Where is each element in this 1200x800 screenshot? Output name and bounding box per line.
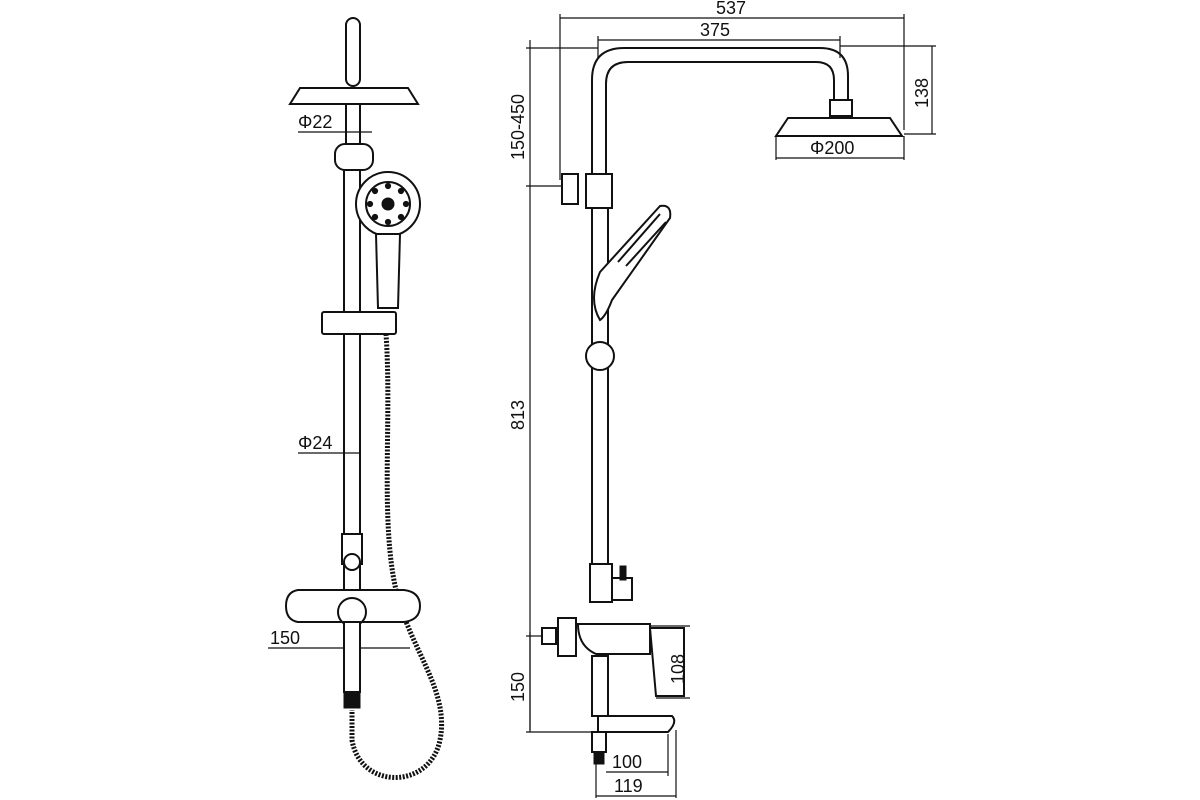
spout-outlet-side	[591, 731, 607, 753]
side-view: 537 375 138 Φ200 150-450 813	[508, 0, 936, 798]
upper-pipe	[345, 103, 361, 149]
diverter-body-side	[589, 563, 613, 603]
column-height-label: 813	[508, 400, 528, 430]
top-stub-pipe	[345, 17, 361, 87]
hand-shower-handle-front	[374, 233, 402, 309]
spout-connector-side	[593, 751, 605, 765]
hand-shower-center	[381, 197, 395, 211]
overall-width-label: 537	[716, 0, 746, 18]
arm-length-label: 375	[700, 20, 730, 40]
lower-column-side	[591, 655, 609, 717]
overhead-shower-head-side	[774, 117, 904, 137]
diverter-knob-front	[343, 553, 361, 571]
hose-connector-front	[343, 691, 361, 709]
front-view: Φ22 Φ24	[268, 17, 444, 780]
hose-front	[349, 333, 444, 780]
phi22-label: Φ22	[298, 112, 332, 132]
head-diameter-label: Φ200	[810, 138, 854, 158]
hand-shower-face-side	[617, 213, 667, 267]
hand-shower-side	[593, 204, 672, 322]
mixer-body-side	[576, 623, 651, 655]
spout-reach-label: 100	[612, 752, 642, 772]
main-column-front	[343, 169, 361, 591]
overhead-arm-inner	[605, 61, 835, 176]
head-height-label: 138	[912, 78, 932, 108]
spout-outlet-front	[343, 621, 361, 693]
phi24-label: Φ24	[298, 433, 332, 453]
bracket-clamp-side	[585, 173, 613, 209]
head-connector-side	[829, 99, 853, 117]
overhead-shower-head-front	[288, 87, 420, 105]
diverter-knob-side	[611, 577, 633, 601]
adjust-range-label: 150-450	[508, 94, 528, 160]
slider-holder-front	[321, 311, 397, 335]
nozzle-dots	[366, 182, 410, 226]
mixer-wall-nut-side	[541, 627, 557, 645]
mixer-connector-side	[557, 617, 577, 657]
slider-knob-side	[585, 341, 615, 371]
spout-height-label: 150	[508, 672, 528, 702]
spout-side	[597, 715, 676, 733]
wall-bracket-front	[334, 143, 374, 171]
main-column-side	[591, 207, 609, 569]
mixer-height-label: 108	[668, 654, 688, 684]
diverter-pin-side	[619, 565, 627, 581]
mixer-width-label: 150	[270, 628, 300, 648]
spout-total-label: 119	[614, 776, 643, 796]
mixer-handle-side	[648, 627, 685, 697]
wall-bracket-side	[561, 173, 579, 205]
overhead-arm-outer	[591, 47, 849, 176]
